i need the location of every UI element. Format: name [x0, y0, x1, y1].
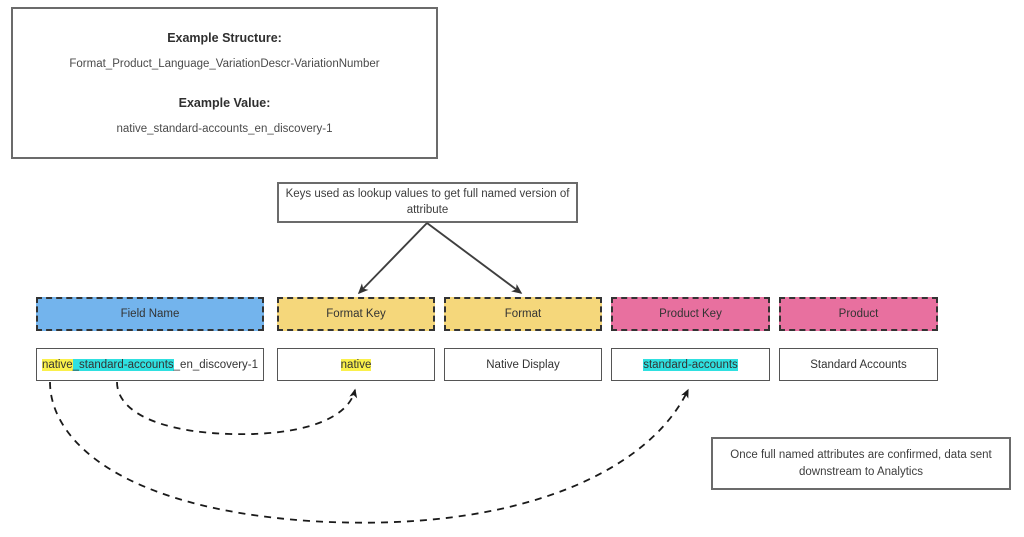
- table-cell-product-key[interactable]: standard-accounts: [611, 348, 770, 381]
- column-header-product[interactable]: Product: [779, 297, 938, 331]
- arrow-lookup-to-format-key: [357, 222, 428, 295]
- example-structure-value: Format_Product_Language_VariationDescr-V…: [69, 57, 380, 70]
- table-cell-format-key[interactable]: native: [277, 348, 435, 381]
- format-value: Native Display: [486, 358, 560, 371]
- lookup-note-text: Keys used as lookup values to get full n…: [285, 187, 570, 216]
- example-structure-box: Example Structure: Format_Product_Langua…: [11, 7, 438, 159]
- field-name-separator: _: [72, 358, 80, 371]
- example-value-value: native_standard-accounts_en_discovery-1: [116, 122, 333, 135]
- product-value: Standard Accounts: [810, 358, 907, 371]
- column-header-field-name[interactable]: Field Name: [36, 297, 264, 331]
- table-cell-product[interactable]: Standard Accounts: [779, 348, 938, 381]
- downstream-note-text: Once full named attributes are confirmed…: [730, 449, 992, 478]
- column-header-label: Product Key: [659, 308, 722, 320]
- table-cell-field-name[interactable]: native_standard-accounts_en_discovery-1: [36, 348, 264, 381]
- field-name-remainder: _en_discovery-1: [173, 358, 259, 371]
- arrow-lookup-to-format: [426, 222, 523, 294]
- lookup-note-box: Keys used as lookup values to get full n…: [277, 182, 578, 223]
- dashed-arrow-field-to-product-key: [49, 381, 689, 524]
- field-name-value: native_standard-accounts_en_discovery-1: [41, 358, 259, 371]
- column-header-label: Format Key: [326, 308, 386, 320]
- column-header-label: Product: [838, 308, 879, 320]
- example-structure-label: Example Structure:: [167, 30, 282, 45]
- table-cell-format[interactable]: Native Display: [444, 348, 602, 381]
- column-header-product-key[interactable]: Product Key: [611, 297, 770, 331]
- downstream-note-box: Once full named attributes are confirmed…: [711, 437, 1011, 490]
- product-key-value: standard-accounts: [643, 358, 738, 371]
- column-header-format-key[interactable]: Format Key: [277, 297, 435, 331]
- column-header-format[interactable]: Format: [444, 297, 602, 331]
- column-header-label: Format: [504, 308, 542, 320]
- field-name-format-segment: native: [41, 358, 73, 371]
- column-header-label: Field Name: [120, 308, 180, 320]
- format-key-value: native: [340, 358, 372, 371]
- field-name-product-segment: standard-accounts: [79, 358, 174, 371]
- dashed-arrow-field-to-format-key: [116, 381, 358, 436]
- example-value-label: Example Value:: [178, 95, 271, 110]
